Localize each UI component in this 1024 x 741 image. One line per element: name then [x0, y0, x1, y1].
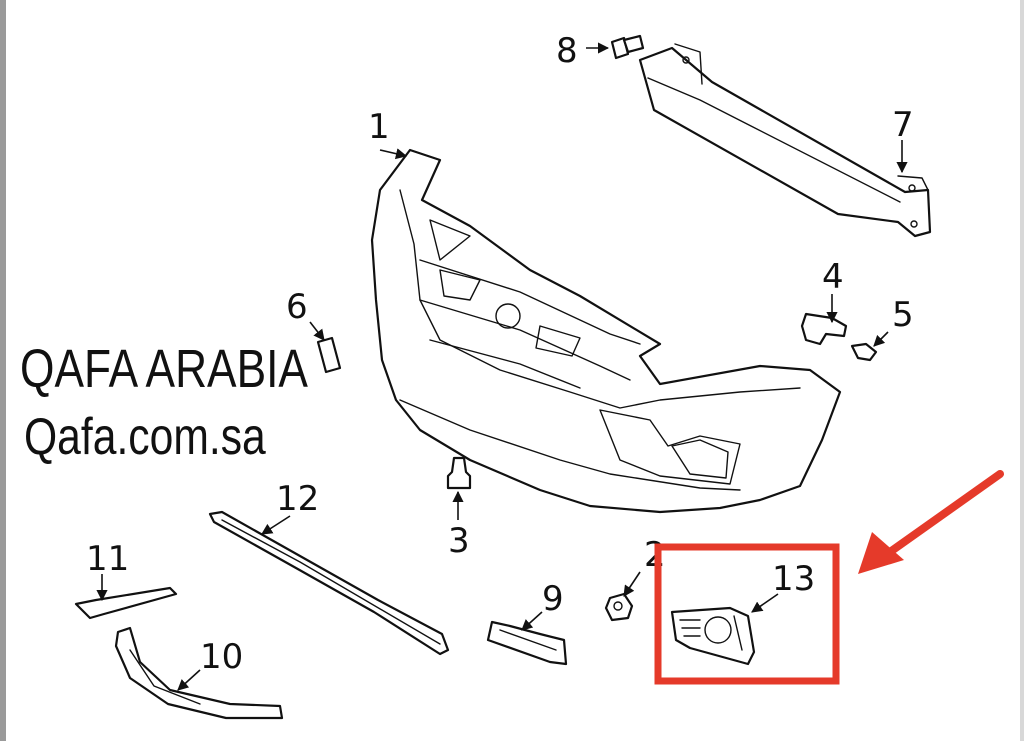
- part-6-plate: [316, 336, 342, 374]
- callout-9: 9: [542, 579, 564, 619]
- callout-1: 1: [368, 107, 390, 147]
- callout-7: 7: [892, 105, 914, 145]
- part-10-lower-trim: [114, 626, 284, 720]
- part-13-fog-lamp-bezel: [670, 606, 756, 666]
- window-edge-right: [1020, 0, 1024, 741]
- brand-url: Qafa.com.sa: [24, 408, 266, 466]
- part-12-lower-strip: [208, 510, 450, 656]
- brand-name: QAFA ARABIA: [20, 339, 308, 399]
- callout-10: 10: [200, 637, 243, 677]
- highlight-arrow-head: [858, 532, 904, 574]
- highlight-arrow-shaft: [886, 470, 1004, 556]
- callout-6: 6: [286, 287, 308, 327]
- callout-5: 5: [892, 295, 914, 335]
- leader-lines: [96, 42, 908, 691]
- part-3-fastener: [446, 456, 472, 490]
- highlight-box: [654, 543, 840, 685]
- part-9-bracket: [486, 620, 568, 666]
- callout-3: 3: [448, 521, 470, 561]
- part-4-clip: [800, 312, 848, 346]
- callout-12: 12: [276, 479, 319, 519]
- part-5-screw: [850, 342, 878, 362]
- callout-8: 8: [556, 31, 578, 71]
- callout-labels: 8 1 7 4 5 6 3 12 11 10 9 2 13: [86, 31, 914, 677]
- callout-11: 11: [86, 539, 129, 579]
- window-edge: [0, 0, 6, 741]
- part-8-bolt: [610, 34, 645, 60]
- part-11-side-molding: [74, 586, 178, 620]
- part-7-reinforcement-beam: [638, 43, 932, 238]
- callout-4: 4: [822, 257, 844, 297]
- highlight-annotation: [654, 470, 1004, 685]
- part-1-bumper-cover: [370, 148, 842, 514]
- part-2-push-clip: [604, 592, 634, 622]
- callout-13: 13: [772, 559, 815, 599]
